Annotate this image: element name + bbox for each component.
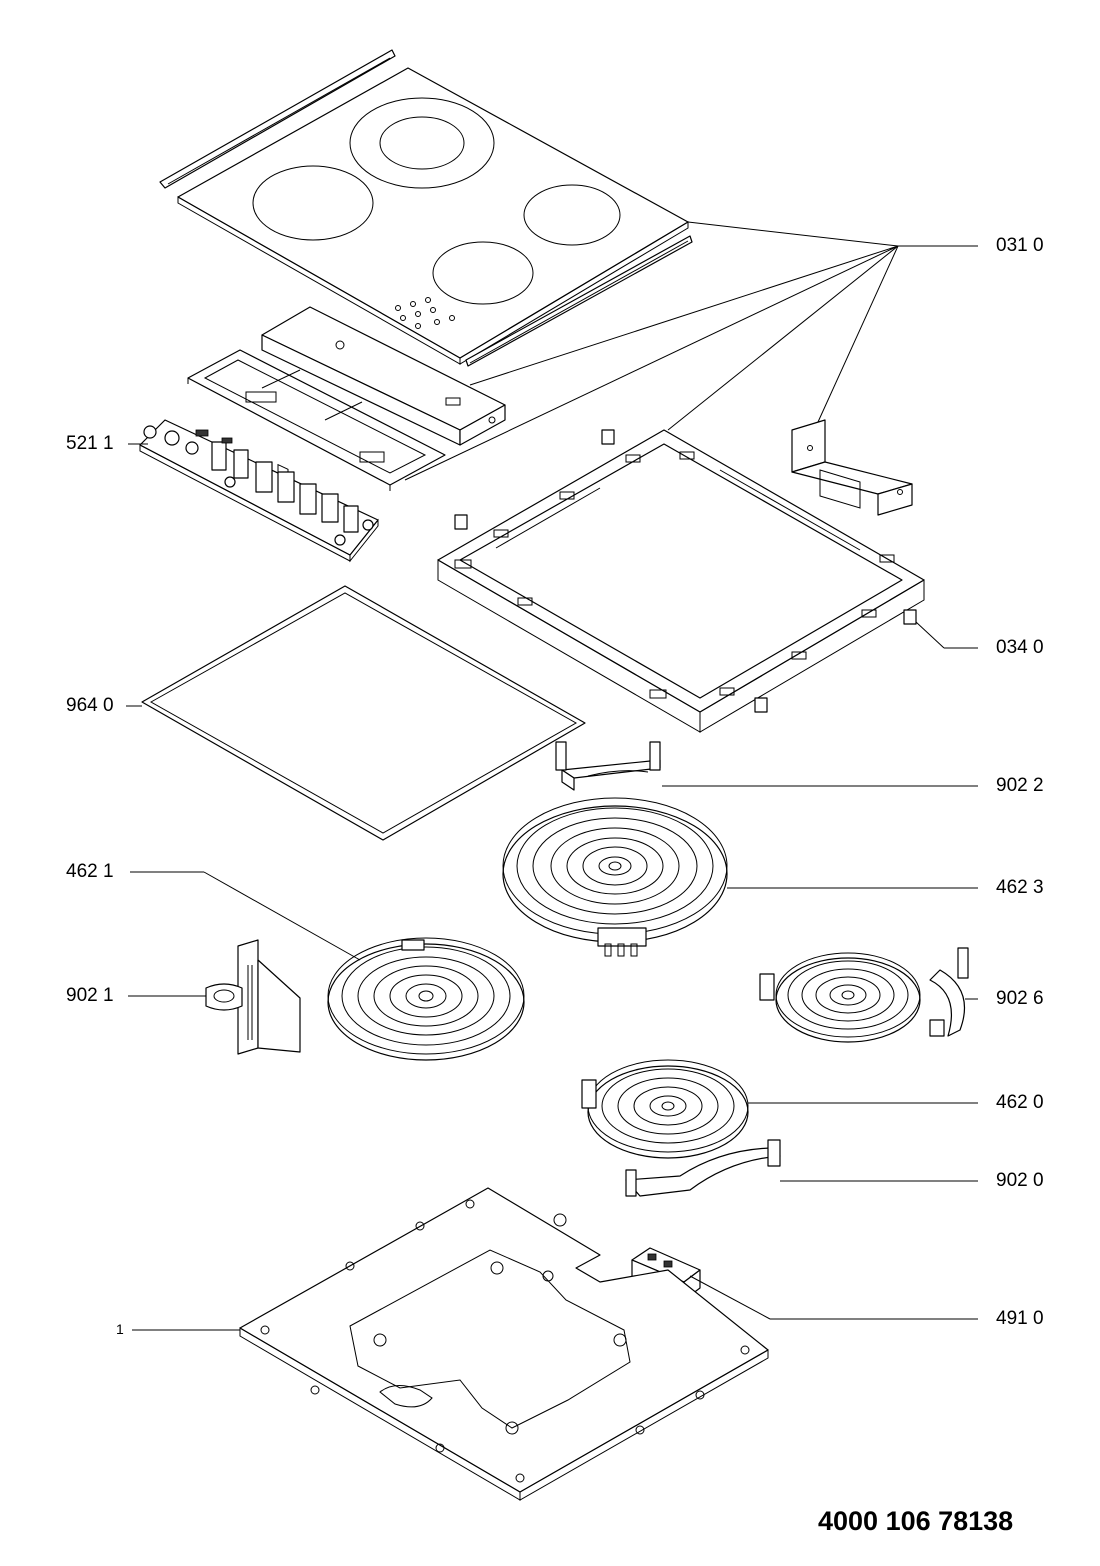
- frame-clips: [454, 429, 917, 713]
- electronic-control-board: [139, 419, 379, 563]
- rear-mounting-bracket: [791, 419, 913, 516]
- rear-trim-strip: [159, 49, 396, 189]
- callout-521-1: 521 1: [66, 433, 114, 454]
- sealing-gasket: [141, 585, 586, 841]
- glass-ceramic-hob-top: [177, 67, 689, 365]
- callout-902-6: 902 6: [996, 988, 1044, 1009]
- callout-462-1: 462 1: [66, 861, 114, 882]
- control-frame: [187, 349, 446, 491]
- callout-462-0: 462 0: [996, 1092, 1044, 1113]
- radiant-heater-right: [759, 952, 921, 1043]
- radiant-heater-front: [581, 1059, 749, 1159]
- callout-034-0: 034 0: [996, 637, 1044, 658]
- callout-1: 1: [116, 1321, 124, 1337]
- callout-902-1: 902 1: [66, 985, 114, 1006]
- radiant-heater-large: [502, 797, 728, 957]
- callout-491-0: 491 0: [996, 1308, 1044, 1329]
- callout-964-0: 964 0: [66, 695, 114, 716]
- front-trim-strip: [465, 235, 693, 367]
- leader-lines: [126, 221, 978, 1331]
- document-number: 4000 106 78138: [818, 1506, 1014, 1536]
- radiant-heater-left: [327, 937, 525, 1061]
- callout-902-2: 902 2: [996, 775, 1044, 796]
- callout-031-0: 031 0: [996, 235, 1044, 256]
- heater-bracket-bottom: [625, 1139, 781, 1197]
- callout-902-0: 902 0: [996, 1170, 1044, 1191]
- heater-bracket-top: [555, 741, 661, 791]
- callout-462-3: 462 3: [996, 877, 1044, 898]
- heater-bracket-right: [929, 947, 969, 1037]
- control-support-bracket: [261, 306, 506, 491]
- heater-bracket-left: [205, 939, 301, 1055]
- hob-support-frame: [437, 429, 925, 733]
- touch-control-dots: [395, 297, 455, 329]
- bottom-casing: [239, 1187, 769, 1501]
